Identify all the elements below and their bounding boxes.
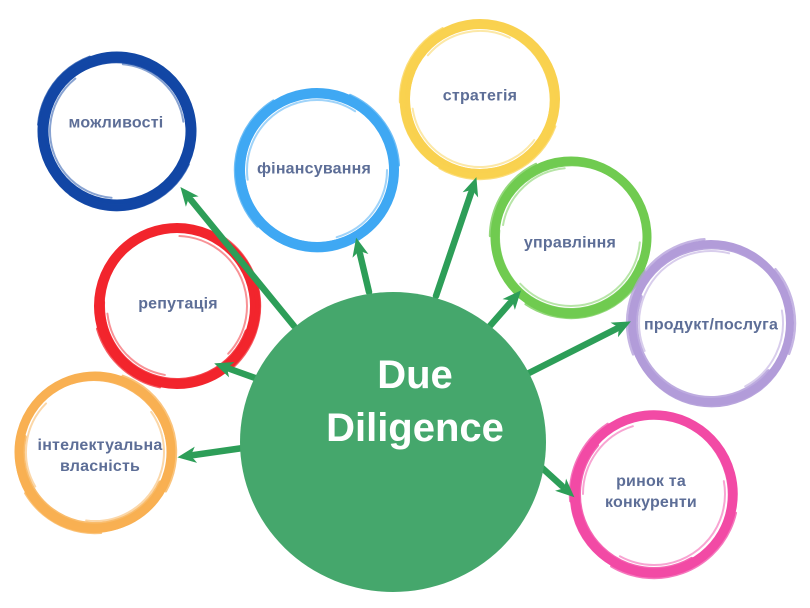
hub-circle: [240, 292, 546, 592]
financing-circle: [233, 86, 401, 254]
strategy-circle: [398, 17, 562, 181]
arrow-to-intellectual-property: [177, 444, 247, 463]
reputation-label: репутація: [138, 295, 218, 313]
opportunities-circle: [36, 50, 198, 212]
arrow-to-product-service: [523, 321, 631, 378]
opportunities-label: можливості: [68, 114, 164, 132]
management-label: управління: [523, 234, 617, 252]
intellectual-property-circle: [12, 369, 178, 535]
arrow-to-strategy: [432, 177, 479, 300]
reputation-circle: [92, 221, 262, 391]
arrow-to-reputation: [214, 361, 262, 383]
market-competitors-circle: [568, 408, 740, 580]
product-service-label: продукт/послуга: [643, 316, 779, 334]
arrow-to-market-competitors: [536, 462, 575, 498]
hub-title-line2: Diligence: [326, 406, 504, 450]
arrow-to-opportunities: [180, 187, 298, 330]
strategy-label: стратегія: [442, 87, 518, 105]
arrow-to-financing: [352, 237, 373, 296]
hub-title-line1: Due: [377, 353, 453, 397]
arrow-to-management: [485, 290, 522, 331]
market-competitors-label: ринок та конкуренти: [605, 473, 697, 511]
management-circle: [488, 154, 654, 320]
product-service-circle: [625, 237, 797, 409]
hub-title: Due Diligence: [326, 349, 504, 455]
financing-label: фінансування: [256, 160, 372, 178]
intellectual-property-label: інтелектуальна власність: [37, 437, 163, 475]
